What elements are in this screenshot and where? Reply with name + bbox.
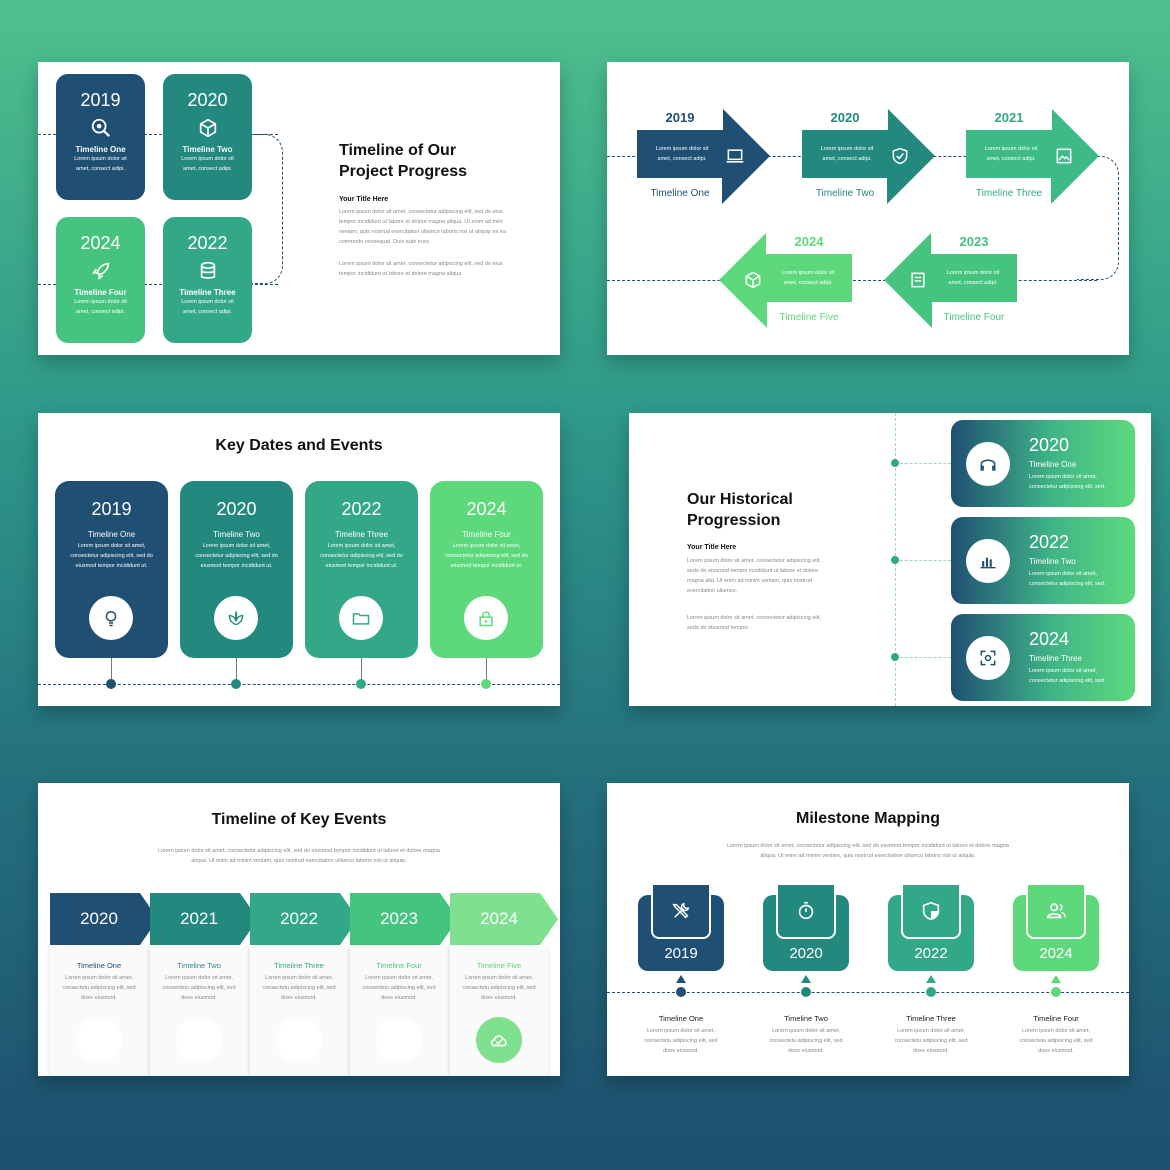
timeline-card: 2022 Timeline Two Lorem ipsum dolor sit … (951, 517, 1135, 604)
timeline-dot (356, 679, 366, 689)
timeline-card: 2020 Timeline Two Lorem ipsum dolor sit … (163, 74, 252, 200)
timeline-dot (231, 679, 241, 689)
cloud-check-icon (476, 1017, 522, 1063)
lock-icon (464, 596, 508, 640)
paragraph: Lorem ipsum dolor sit amet, consectetur … (339, 261, 503, 277)
laptop-icon (725, 146, 745, 166)
event-column: 2020 Timeline One Lorem ipsum dolor sit … (50, 893, 158, 1076)
shield-icon (890, 146, 910, 166)
page-title: Key Dates and Events (215, 437, 383, 454)
milestone: 2022 Timeline Three Lorem ipsum dolor si… (888, 885, 974, 1075)
timeline-arrow: 2024 Lorem ipsum dolor sit amet, consect… (717, 232, 852, 328)
intro-text: Lorem ipsum dolor sit amet, consectetur … (727, 843, 1009, 859)
timeline-dot (481, 679, 491, 689)
users-icon (76, 1017, 122, 1063)
timeline-arrow: 2021 Lorem ipsum dolor sit amet, consect… (966, 108, 1101, 204)
timeline-dot (891, 556, 899, 564)
milestone: 2019 Timeline One Lorem ipsum dolor sit … (638, 885, 724, 1075)
cube-icon (163, 117, 252, 139)
subtitle: Your Title Here (687, 544, 737, 551)
grid-icon (176, 1017, 222, 1063)
page-title: Timeline of Our Project Progress (339, 142, 468, 180)
document-icon (908, 270, 928, 290)
page-title: Milestone Mapping (796, 810, 940, 827)
paragraph: Lorem ipsum dolor sit amet, consectetur … (687, 615, 821, 631)
slide-milestone-mapping: Milestone Mapping Lorem ipsum dolor sit … (607, 783, 1129, 1076)
milestone-dot (676, 987, 686, 997)
timeline-card: 2022 Timeline Three Lorem ipsum dolor si… (305, 481, 418, 658)
timeline-card: 2024 Timeline Four Lorem ipsum dolor sit… (56, 217, 145, 343)
subtitle: Your Title Here (339, 196, 389, 203)
user-group-icon (1026, 885, 1086, 939)
box-icon (743, 270, 763, 290)
factory-icon (276, 1017, 322, 1063)
leaf-icon (214, 596, 258, 640)
tools-icon (376, 1017, 422, 1063)
timeline-card: 2022 Timeline Three Lorem ipsum dolor si… (163, 217, 252, 343)
event-column: 2021 Timeline Two Lorem ipsum dolor sit … (150, 893, 258, 1076)
milestone-dot (926, 987, 936, 997)
bar-chart-icon (966, 539, 1010, 583)
timeline-card: 2024 Timeline Three Lorem ipsum dolor si… (951, 614, 1135, 701)
slide-key-dates: Key Dates and Events 2019 Timeline One L… (38, 413, 560, 706)
tools-icon (651, 885, 711, 939)
bulb-icon (89, 596, 133, 640)
paragraph: Lorem ipsum dolor sit amet, consectetur … (687, 558, 821, 594)
timeline-card: 2019 Timeline One Lorem ipsum dolor sit … (56, 74, 145, 200)
timeline-card: 2020 Timeline One Lorem ipsum dolor sit … (951, 420, 1135, 507)
rocket-icon (56, 260, 145, 282)
slide-arrow-timeline: 2019 Lorem ipsum dolor sit amet, consect… (607, 62, 1129, 355)
event-column: 2023 Timeline Four Lorem ipsum dolor sit… (350, 893, 458, 1076)
page-title: Timeline of Key Events (211, 811, 387, 828)
milestone: 2024 Timeline Four Lorem ipsum dolor sit… (1013, 885, 1099, 1075)
scan-icon (966, 636, 1010, 680)
folder-icon (339, 596, 383, 640)
headphones-icon (966, 442, 1010, 486)
slide-key-events: Timeline of Key Events Lorem ipsum dolor… (38, 783, 560, 1076)
page-title: Our Historical Progression (687, 491, 793, 529)
image-icon (1054, 146, 1074, 166)
intro-text: Lorem ipsum dolor sit amet, consectetur … (158, 848, 440, 864)
event-column: 2022 Timeline Three Lorem ipsum dolor si… (250, 893, 358, 1076)
timeline-dot (891, 459, 899, 467)
shield-icon (901, 885, 961, 939)
milestone-dot (1051, 987, 1061, 997)
timeline-card: 2019 Timeline One Lorem ipsum dolor sit … (55, 481, 168, 658)
timeline-dot (891, 653, 899, 661)
paragraph: Lorem ipsum dolor sit amet, consectetur … (339, 209, 506, 245)
slide-project-progress: 2019 Timeline One Lorem ipsum dolor sit … (38, 62, 560, 355)
milestone-dot (801, 987, 811, 997)
timeline-arrow: 2023 Lorem ipsum dolor sit amet, consect… (882, 232, 1017, 328)
timeline-card: 2020 Timeline Two Lorem ipsum dolor sit … (180, 481, 293, 658)
timeline-card: 2024 Timeline Four Lorem ipsum dolor sit… (430, 481, 543, 658)
timeline-dot (106, 679, 116, 689)
timeline-arrow: 2020 Lorem ipsum dolor sit amet, consect… (802, 108, 937, 204)
slide-historical-progression: Our Historical Progression Your Title He… (629, 413, 1151, 706)
timeline-arrow: 2019 Lorem ipsum dolor sit amet, consect… (637, 108, 772, 204)
search-gear-icon (56, 117, 145, 139)
milestone: 2020 Timeline Two Lorem ipsum dolor sit … (763, 885, 849, 1075)
stopwatch-icon (776, 885, 836, 939)
database-icon (163, 260, 252, 282)
event-column: 2024 Timeline Five Lorem ipsum dolor sit… (450, 893, 558, 1076)
